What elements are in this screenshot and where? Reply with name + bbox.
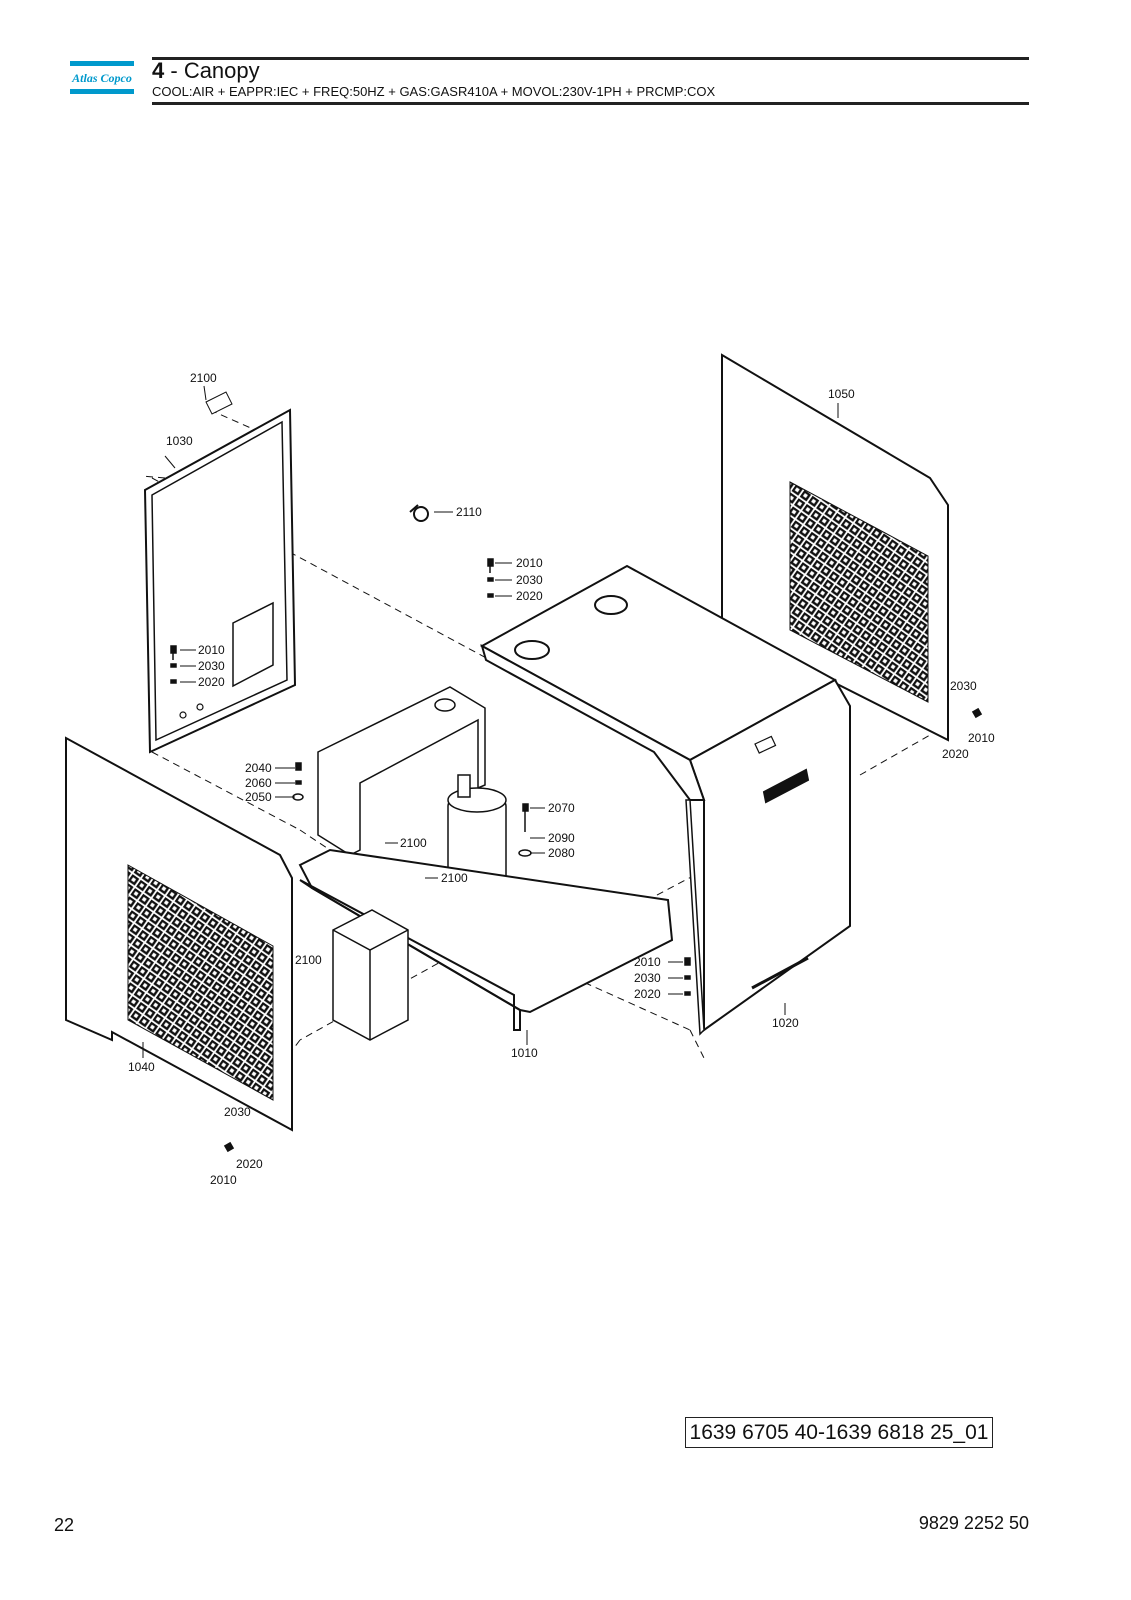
document-number: 9829 2252 50 — [918, 1513, 1029, 1533]
header-rule-bottom — [152, 102, 1029, 105]
callout-2020-bottom: 2020 — [236, 1157, 263, 1171]
callout-2020-left: 2020 — [198, 675, 225, 689]
drawing-reference: 1639 6705 40-1639 6818 25_01 — [685, 1417, 993, 1448]
callout-2020-right: 2020 — [942, 747, 969, 761]
page-number: 22 — [54, 1515, 75, 1535]
callout-2030-bottom: 2030 — [224, 1105, 251, 1119]
callout-2030-left: 2030 — [198, 659, 225, 673]
callout-2110: 2110 — [456, 505, 482, 519]
callout-leaders — [142, 385, 839, 1058]
callout-2050: 2050 — [245, 790, 272, 804]
callout-2010-left: 2010 — [198, 643, 225, 657]
section-number: 4 — [152, 58, 165, 83]
header-rule-top — [152, 57, 1029, 60]
callout-1020: 1020 — [772, 1016, 799, 1030]
logo-text: Atlas Copco — [71, 71, 132, 85]
callout-2100-compressor: 2100 — [441, 871, 468, 885]
callout-2100-mid: 2100 — [400, 836, 427, 850]
variant-codes: COOL:AIR + EAPPR:IEC + FREQ:50HZ + GAS:G… — [152, 84, 716, 99]
callout-2010-bottom: 2010 — [210, 1173, 237, 1187]
callout-2070: 2070 — [548, 801, 575, 815]
compressor-bracket — [317, 686, 486, 856]
callout-2090: 2090 — [548, 831, 575, 845]
callout-2040: 2040 — [245, 761, 272, 775]
callout-2080: 2080 — [548, 846, 575, 860]
top-cover-1020 — [479, 564, 851, 1036]
atlas-copco-logo: Atlas Copco — [70, 61, 134, 94]
right-side-panel-1050 — [721, 353, 949, 742]
section-title: Canopy — [183, 58, 260, 83]
section-separator: - — [164, 58, 184, 83]
callout-1050: 1050 — [828, 387, 855, 401]
callout-2030-base: 2030 — [634, 971, 661, 985]
electrical-box — [332, 909, 409, 1041]
callout-2010-right: 2010 — [968, 731, 995, 745]
callout-1040: 1040 — [128, 1060, 155, 1074]
page-title: 4 - Canopy — [152, 58, 260, 84]
callout-1030: 1030 — [166, 434, 193, 448]
callout-1010: 1010 — [511, 1046, 538, 1060]
left-side-panel-1040 — [65, 736, 293, 1132]
callout-2020-base: 2020 — [634, 987, 661, 1001]
callout-2030-top: 2030 — [516, 573, 543, 587]
callout-2020-top: 2020 — [516, 589, 543, 603]
clip-2110 — [409, 504, 429, 522]
base-frame-1010 — [298, 848, 674, 1031]
callout-2010-top: 2010 — [516, 556, 543, 570]
fasteners — [170, 558, 983, 1153]
callout-2060: 2060 — [245, 776, 272, 790]
callout-2100-box: 2100 — [295, 953, 322, 967]
callout-2100-top: 2100 — [190, 371, 217, 385]
callout-2010-base: 2010 — [634, 955, 661, 969]
callout-2030-right: 2030 — [950, 679, 977, 693]
